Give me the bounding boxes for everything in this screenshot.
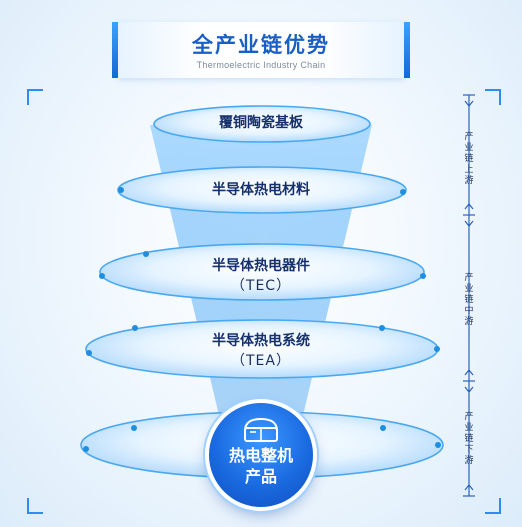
disc-tea — [85, 319, 440, 379]
side-axis — [463, 94, 475, 497]
layer-label-tea: 半导体热电系统 （TEA） — [0, 331, 522, 371]
disc-dot — [118, 187, 124, 193]
product-label: 热电整机 产品 — [228, 446, 293, 486]
refrigerator-icon — [244, 417, 278, 442]
disc-dot — [132, 325, 138, 331]
disc-dot — [380, 425, 386, 431]
page-title: 全产业链优势 — [192, 33, 330, 57]
layer-sub-tec: （TEC） — [230, 278, 292, 294]
layer-label-tec: 半导体热电器件 （TEC） — [0, 256, 522, 296]
corner-bracket-bottom-right — [485, 498, 501, 514]
disc-dot — [143, 251, 149, 257]
layer-label-substrate: 覆铜陶瓷基板 — [219, 115, 303, 131]
disc-dot — [435, 442, 441, 448]
corner-bracket-top-right — [485, 89, 501, 105]
title-banner: 全产业链优势 Thermoelectric Industry Chain — [112, 22, 410, 78]
side-label-downstream: 产业链下游 — [464, 412, 474, 466]
disc-dot — [131, 425, 137, 431]
disc-dot — [434, 346, 440, 352]
side-label-midstream: 产业链中游 — [464, 273, 474, 327]
disc-dot — [83, 446, 89, 452]
disc-dot — [400, 189, 406, 195]
product-circle: 热电整机 产品 — [209, 403, 313, 507]
disc-material — [117, 166, 407, 214]
disc-substrate — [153, 105, 371, 143]
disc-tec — [99, 243, 426, 301]
side-label-upstream: 产业链上游 — [464, 132, 474, 186]
layer-label-material: 半导体热电材料 — [212, 182, 310, 198]
page-subtitle: Thermoelectric Industry Chain — [196, 60, 326, 70]
disc-dot — [420, 273, 426, 279]
disc-dot — [379, 325, 385, 331]
disc-dot — [99, 273, 105, 279]
disc-dot — [86, 350, 92, 356]
corner-bracket-bottom-left — [27, 498, 43, 514]
layer-sub-tea: （TEA） — [231, 353, 291, 369]
corner-bracket-top-left — [27, 89, 43, 105]
